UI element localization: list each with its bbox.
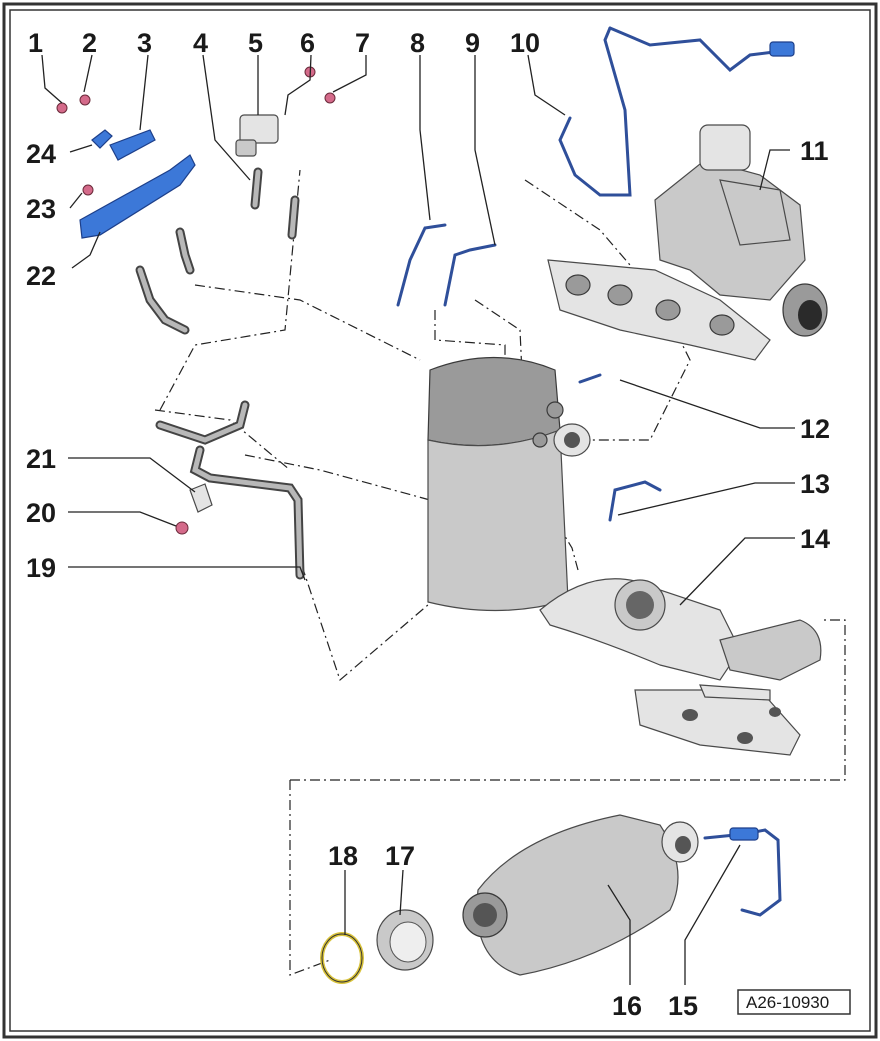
bracket-3 — [109, 129, 156, 161]
reference-code: A26-10930 — [746, 993, 829, 1012]
callout-13: 13 — [800, 469, 830, 499]
inner-frame — [9, 9, 871, 1032]
pressure-hoses — [135, 167, 305, 580]
callout-18: 18 — [328, 841, 358, 871]
callout-1: 1 — [28, 28, 43, 58]
callout-23: 23 — [26, 194, 56, 224]
bracket-assembly — [56, 94, 196, 239]
temperature-senders — [396, 26, 795, 307]
front-exhaust-pipe — [539, 578, 822, 756]
callout-24: 24 — [26, 139, 56, 169]
callout-10: 10 — [510, 28, 540, 58]
sensor-15-connector — [729, 827, 759, 841]
callout-2: 2 — [82, 28, 97, 58]
reference-code-box: A26-10930 — [737, 989, 851, 1015]
callout-22: 22 — [26, 261, 56, 291]
callout-9: 9 — [465, 28, 480, 58]
pressure-sensor — [235, 66, 336, 157]
particulate-filter-upper — [427, 356, 662, 612]
callout-20: 20 — [26, 498, 56, 528]
clip-20-21 — [175, 483, 213, 535]
bolt-23 — [82, 184, 94, 196]
bolt-1 — [56, 102, 68, 114]
callout-11: 11 — [800, 136, 829, 166]
turbocharger — [547, 124, 828, 361]
callout-6: 6 — [300, 28, 315, 58]
connector-top-right — [769, 41, 795, 57]
callout-labels: 1 2 3 4 5 6 7 8 9 10 11 12 13 14 15 16 1… — [26, 28, 830, 1021]
callout-3: 3 — [137, 28, 152, 58]
callout-19: 19 — [26, 553, 56, 583]
callout-12: 12 — [800, 414, 830, 444]
callout-17: 17 — [385, 841, 415, 871]
callout-15: 15 — [668, 991, 698, 1021]
bolt-2 — [79, 94, 91, 106]
callout-14: 14 — [800, 524, 830, 554]
clamp-and-ring — [320, 909, 434, 984]
callout-5: 5 — [248, 28, 263, 58]
leader-lines — [41, 54, 795, 985]
callout-7: 7 — [355, 28, 370, 58]
callout-16: 16 — [612, 991, 642, 1021]
bracket-22 — [79, 154, 196, 239]
callout-4: 4 — [193, 28, 208, 58]
callout-21: 21 — [26, 444, 56, 474]
clip-24 — [91, 129, 113, 149]
callout-8: 8 — [410, 28, 425, 58]
catalytic-converter — [462, 814, 782, 976]
